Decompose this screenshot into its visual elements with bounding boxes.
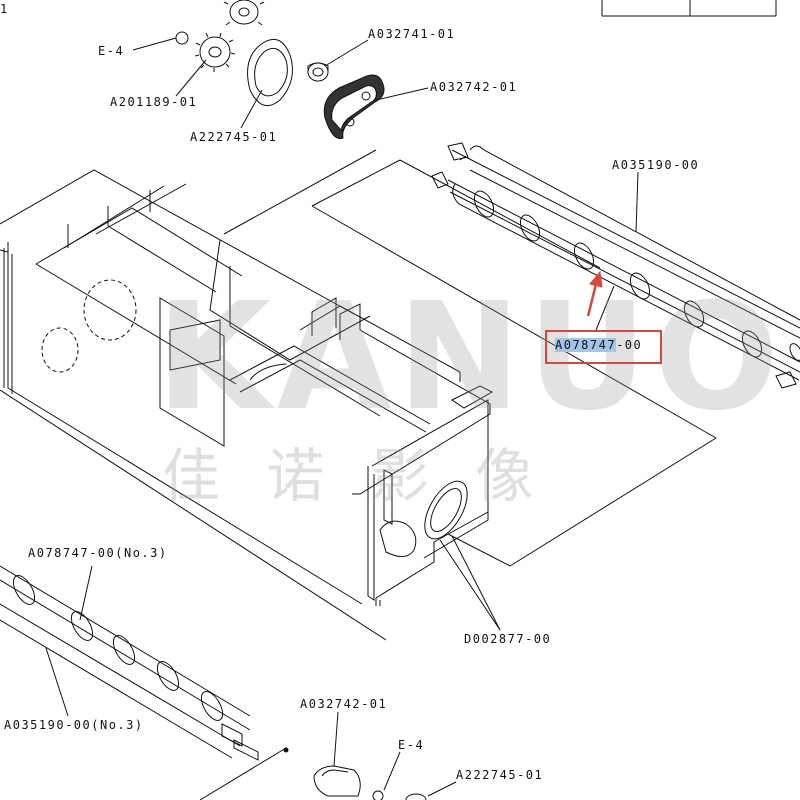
label-a032741: A032741-01 xyxy=(368,27,456,41)
top-right-rollers xyxy=(431,142,800,389)
label-a222745-bottom: A222745-01 xyxy=(456,768,544,782)
label-a032742-top: A032742-01 xyxy=(430,80,518,94)
label-a078747-suffix: -00 xyxy=(616,338,643,352)
label-a222745-top: A222745-01 xyxy=(190,130,278,144)
watermark-chinese: 佳 诺 影 像 xyxy=(162,442,548,510)
watermark-latin: KANUO xyxy=(156,271,786,443)
title-block-table xyxy=(601,0,777,17)
label-a035190-no3: A035190-00(No.3) xyxy=(4,718,144,732)
label-a078747-top: A078747-00 xyxy=(555,338,642,352)
top-gear-assembly xyxy=(175,0,385,140)
label-a078747-no3: A078747-00(No.3) xyxy=(28,546,168,560)
label-a201189: A201189-01 xyxy=(110,95,198,109)
label-a078747-highlighted-text: A078747 xyxy=(555,338,617,352)
bottom-left-rollers xyxy=(0,565,259,761)
label-a032742-bottom: A032742-01 xyxy=(300,697,388,711)
top-leader-lines xyxy=(132,37,429,129)
bottom-gear-assembly xyxy=(199,711,457,800)
label-d002877: D002877-00 xyxy=(464,632,552,646)
page-number: 1 xyxy=(0,2,9,16)
highlight-arrow xyxy=(586,270,603,317)
highlight-box xyxy=(545,330,662,364)
label-a035190-top: A035190-00 xyxy=(612,158,700,172)
label-e4-top: E-4 xyxy=(98,44,125,58)
main-housing-d002877 xyxy=(0,169,494,606)
label-e4-bottom: E-4 xyxy=(398,738,425,752)
